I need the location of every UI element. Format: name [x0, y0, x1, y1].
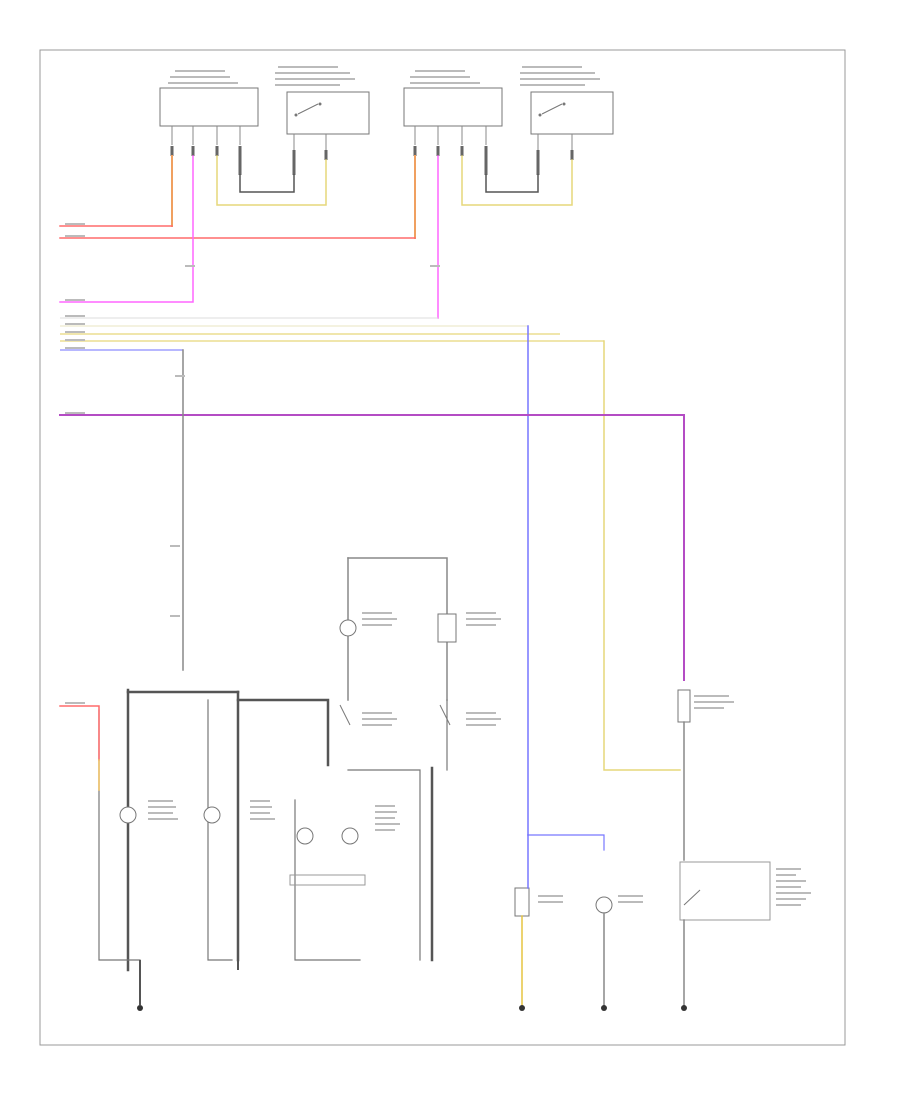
ground-point-3 — [601, 1005, 607, 1011]
window-motor-front-right — [520, 66, 614, 150]
wires-magenta — [59, 155, 439, 319]
wires-red-orange — [59, 155, 416, 239]
door-module-front-left — [159, 70, 259, 145]
door-module-front-right — [403, 70, 503, 145]
connector-stubs-top — [170, 146, 574, 175]
internal-wires — [98, 699, 448, 961]
harness-bundle — [60, 317, 604, 351]
wires-yellow-top — [216, 155, 573, 206]
ground-point-4 — [681, 1005, 687, 1011]
wire-purple — [59, 414, 685, 681]
ground-point-1 — [137, 1005, 143, 1011]
wire-tag-labels — [65, 223, 440, 704]
window-motor-front-left — [275, 66, 370, 150]
ground-bus — [126, 688, 434, 972]
mirror-light-cluster — [339, 557, 501, 726]
lower-right-components — [514, 689, 811, 921]
door-control-module-fr — [403, 87, 503, 127]
wire-yellow-long — [603, 340, 681, 771]
wire-pink-lower — [59, 705, 100, 791]
door-control-module-fl — [159, 87, 259, 127]
diagram-frame — [39, 49, 846, 1046]
lower-right-wires — [521, 721, 685, 1006]
wire-blue — [527, 325, 605, 851]
ground-point-2 — [519, 1005, 525, 1011]
interior-lamps — [119, 800, 400, 886]
wires-black-top — [239, 174, 539, 193]
ground-points — [137, 960, 687, 1011]
